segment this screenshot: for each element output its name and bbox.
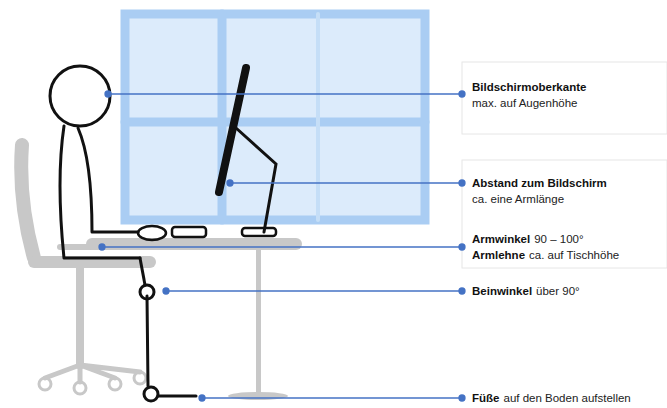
label-row: Abstand zum Bildschirm <box>472 176 611 191</box>
label-heading: Abstand zum Bildschirm <box>472 177 607 189</box>
label-heading: Armwinkel <box>472 233 530 245</box>
label-heading: Armlehne <box>472 249 525 261</box>
desk <box>86 238 302 400</box>
leader-lines <box>99 91 465 401</box>
label-text: auf den Boden aufstellen <box>503 392 630 404</box>
label-row: ca. eine Armlänge <box>472 192 568 207</box>
label-row: Bildschirmoberkante <box>472 80 590 95</box>
label-text: ca. eine Armlänge <box>472 193 564 205</box>
label-text: 90 – 100° <box>534 233 583 245</box>
person <box>50 66 196 401</box>
label-row: Armwinkel 90 – 100° <box>472 232 588 247</box>
label-text: über 90° <box>536 285 580 297</box>
label-text: ca. auf Tischhöhe <box>529 249 619 261</box>
label-panel <box>462 62 667 134</box>
label-row: Füße auf den Boden aufstellen <box>472 391 635 406</box>
monitor <box>219 68 276 236</box>
mouse <box>138 226 166 240</box>
label-heading: Bildschirmoberkante <box>472 81 586 93</box>
label-panel <box>462 160 667 268</box>
keyboard <box>172 227 206 237</box>
label-text: max. auf Augenhöhe <box>472 97 578 109</box>
label-row: Armlehne ca. auf Tischhöhe <box>472 248 623 263</box>
label-heading: Beinwinkel <box>472 285 532 297</box>
label-row: max. auf Augenhöhe <box>472 96 582 111</box>
chair <box>21 145 150 394</box>
label-row: Beinwinkel über 90° <box>472 284 584 299</box>
window <box>125 14 425 220</box>
label-heading: Füße <box>472 392 499 404</box>
